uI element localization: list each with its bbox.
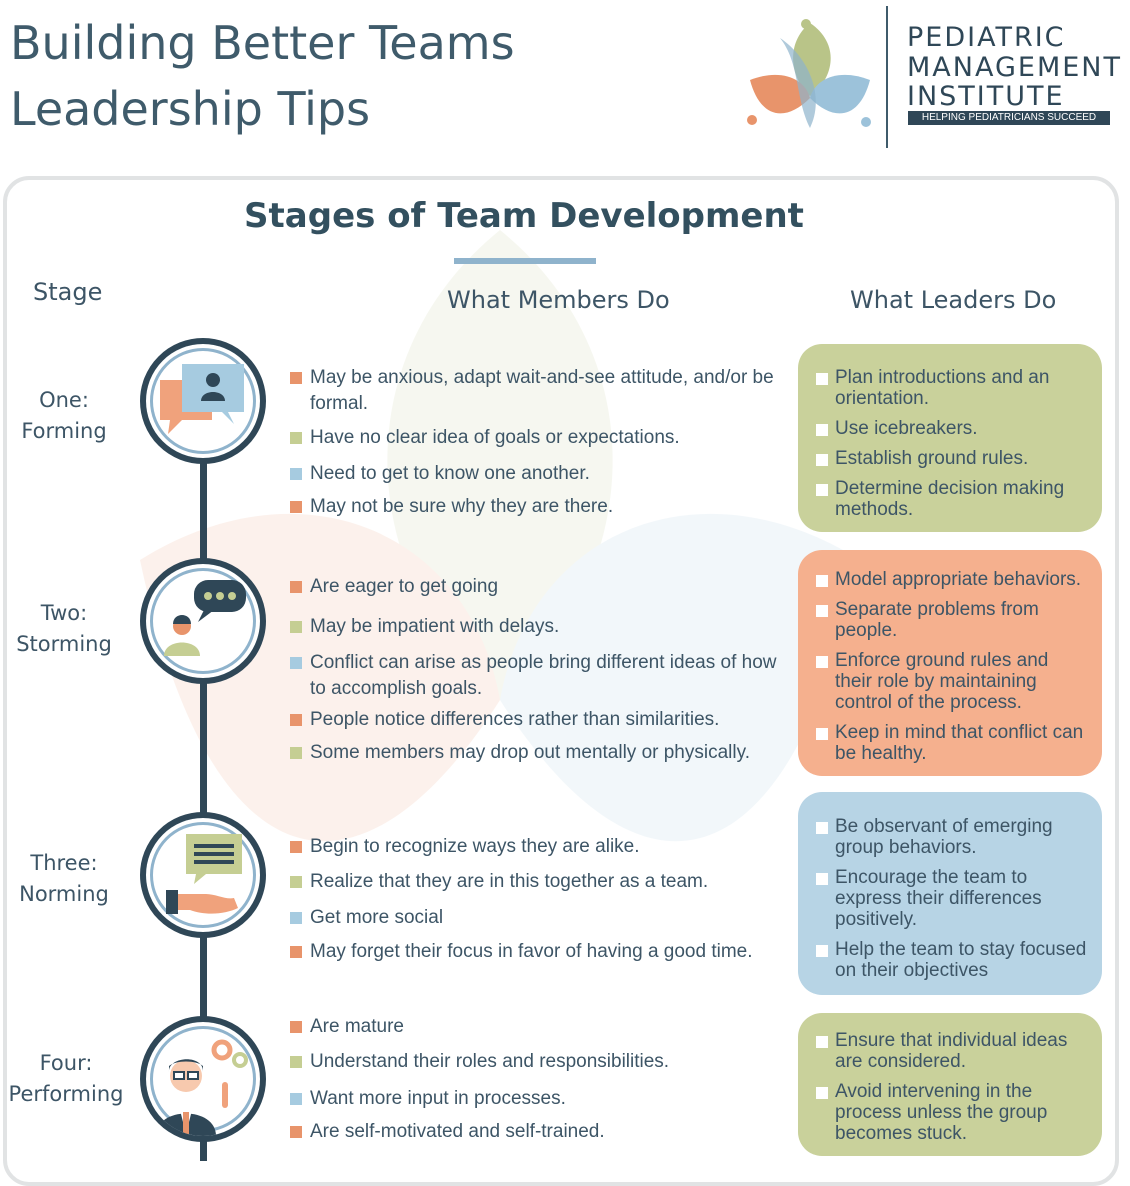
stage-label-2: Two: Storming xyxy=(2,598,126,660)
bullet-square-icon xyxy=(816,822,828,834)
bullet-square-icon xyxy=(290,468,302,480)
bullet-square-icon xyxy=(290,841,302,853)
leaders-box-norming: Be observant of emerging group behaviors… xyxy=(798,792,1102,995)
pmi-logo-icon xyxy=(747,19,871,128)
leaders-box-performing: Ensure that individual ideas are conside… xyxy=(798,1013,1102,1156)
bullet-square-icon xyxy=(290,912,302,924)
bullet-square-icon xyxy=(816,454,828,466)
leader-item: Encourage the team to express their diff… xyxy=(798,867,1090,930)
member-item: Realize that they are in this together a… xyxy=(290,869,780,895)
leader-item: Model appropriate behaviors. xyxy=(798,569,1090,590)
stage-name: Forming xyxy=(21,419,107,443)
leader-item: Plan introductions and an orientation. xyxy=(798,367,1090,409)
leader-item: Determine decision making methods. xyxy=(798,478,1090,520)
member-item: May forget their focus in favor of havin… xyxy=(290,939,780,965)
leader-item: Use icebreakers. xyxy=(798,418,1090,439)
bullet-square-icon xyxy=(290,946,302,958)
bullet-square-icon xyxy=(816,656,828,668)
heading-underline xyxy=(454,258,596,264)
title-line-1: Building Better Teams xyxy=(10,16,515,70)
hand-message-icon xyxy=(166,834,242,914)
bullet-square-icon xyxy=(816,575,828,587)
member-item: May be impatient with delays. xyxy=(290,614,780,640)
bullet-square-icon xyxy=(290,747,302,759)
bullet-square-icon xyxy=(290,1056,302,1068)
bullet-square-icon xyxy=(290,581,302,593)
leaders-box-storming: Model appropriate behaviors. Separate pr… xyxy=(798,550,1102,776)
bullet-square-icon xyxy=(290,1126,302,1138)
org-name-line-2: MANAGEMENT xyxy=(907,52,1122,83)
org-name-line-1: PEDIATRIC xyxy=(907,22,1066,53)
stage-name: Storming xyxy=(16,632,112,656)
stage-label-1: One: Forming xyxy=(2,385,126,447)
businessman-gears-icon xyxy=(156,1039,248,1136)
bullet-square-icon xyxy=(816,424,828,436)
member-item: Get more social xyxy=(290,905,780,931)
bullet-square-icon xyxy=(290,501,302,513)
bullet-square-icon xyxy=(290,372,302,384)
member-item: Have no clear idea of goals or expectati… xyxy=(290,425,780,451)
org-tagline: HELPING PEDIATRICIANS SUCCEED xyxy=(908,111,1110,125)
member-item: Understand their roles and responsibilit… xyxy=(290,1049,780,1075)
person-speech-icon xyxy=(164,580,246,656)
bullet-square-icon xyxy=(290,876,302,888)
bullet-square-icon xyxy=(290,1021,302,1033)
stage-number: Three: xyxy=(30,851,98,875)
bullet-square-icon xyxy=(816,945,828,957)
leader-item: Ensure that individual ideas are conside… xyxy=(798,1030,1090,1072)
member-item: Begin to recognize ways they are alike. xyxy=(290,834,780,860)
chat-person-icon xyxy=(160,364,244,434)
member-item: May be anxious, adapt wait-and-see attit… xyxy=(290,365,780,417)
stage-number: One: xyxy=(39,388,89,412)
leader-item: Keep in mind that conflict can be health… xyxy=(798,722,1090,764)
member-item: Some members may drop out mentally or ph… xyxy=(290,740,780,766)
member-item: Are eager to get going xyxy=(290,574,780,600)
stage-icon-circle-3 xyxy=(140,812,266,938)
leader-item: Avoid intervening in the process unless … xyxy=(798,1081,1090,1144)
member-item: May not be sure why they are there. xyxy=(290,494,780,520)
bullet-square-icon xyxy=(290,657,302,669)
bullet-square-icon xyxy=(816,1087,828,1099)
stage-number: Four: xyxy=(39,1051,93,1075)
leader-item: Enforce ground rules and their role by m… xyxy=(798,650,1090,713)
bullet-square-icon xyxy=(816,728,828,740)
title-line-2: Leadership Tips xyxy=(10,82,371,136)
stage-name: Norming xyxy=(19,882,109,906)
leaders-box-forming: Plan introductions and an orientation. U… xyxy=(798,344,1102,532)
section-heading: Stages of Team Development xyxy=(244,196,804,236)
leader-item: Be observant of emerging group behaviors… xyxy=(798,816,1090,858)
member-item: Are self-motivated and self-trained. xyxy=(290,1119,780,1145)
member-item: People notice differences rather than si… xyxy=(290,707,780,733)
member-item: Conflict can arise as people bring diffe… xyxy=(290,650,780,702)
stage-label-4: Four: Performing xyxy=(4,1048,128,1110)
column-header-members: What Members Do xyxy=(447,286,670,314)
bullet-square-icon xyxy=(816,605,828,617)
column-header-leaders: What Leaders Do xyxy=(850,286,1057,314)
stage-label-3: Three: Norming xyxy=(2,848,126,910)
leader-item: Help the team to stay focused on their o… xyxy=(798,939,1090,981)
member-item: Need to get to know one another. xyxy=(290,461,780,487)
bullet-square-icon xyxy=(290,1093,302,1105)
org-name-line-3: INSTITUTE xyxy=(907,81,1065,112)
leader-item: Separate problems from people. xyxy=(798,599,1090,641)
bullet-square-icon xyxy=(816,484,828,496)
stage-icon-circle-2 xyxy=(140,558,266,684)
bullet-square-icon xyxy=(290,714,302,726)
bullet-square-icon xyxy=(290,621,302,633)
bullet-square-icon xyxy=(816,1036,828,1048)
bullet-square-icon xyxy=(290,432,302,444)
leader-item: Establish ground rules. xyxy=(798,448,1090,469)
member-item: Are mature xyxy=(290,1014,780,1040)
column-header-stage: Stage xyxy=(33,278,103,306)
stage-icon-circle-1 xyxy=(140,338,266,464)
member-item: Want more input in processes. xyxy=(290,1086,780,1112)
header-divider xyxy=(886,6,888,148)
bullet-square-icon xyxy=(816,873,828,885)
bullet-square-icon xyxy=(816,373,828,385)
stage-name: Performing xyxy=(8,1082,124,1106)
timeline-line xyxy=(200,400,207,1161)
stage-icon-circle-4 xyxy=(140,1016,266,1142)
stage-number: Two: xyxy=(40,601,88,625)
